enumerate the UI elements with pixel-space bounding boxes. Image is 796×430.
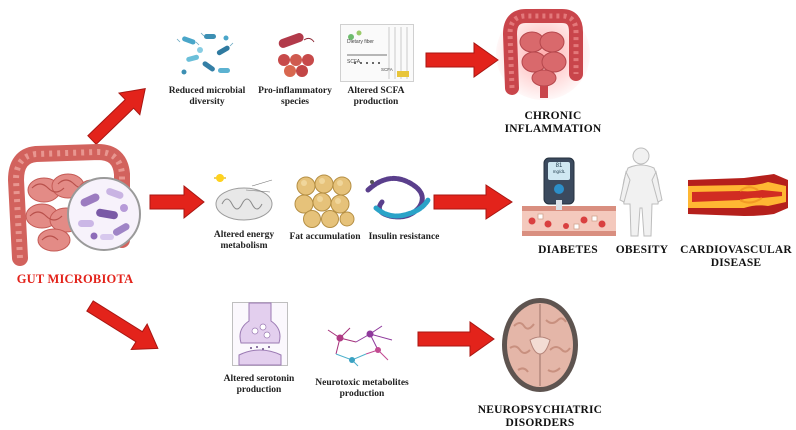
diabetes-glucometer-icon [522,157,616,236]
outcome-neuro-line1: NEUROPSYCHIATRIC [477,404,603,416]
mitochondria-energy-icon [214,174,273,221]
neurotoxic-neurons-icon [327,325,393,367]
outcome-chronic-inflammation: CHRONIC INFLAMMATION [498,110,608,136]
bacteria-magnified-icon [67,177,141,251]
artery-plaque-icon [688,174,788,216]
pro-inflammatory-species-icon [278,33,315,77]
outcome-chronic-line1: CHRONIC [524,110,582,122]
outcome-chronic-line2: INFLAMMATION [504,123,602,135]
arrow-to-metabolic-disease [433,184,513,220]
obesity-body-icon [619,147,663,237]
scfa-production-icon: Dietary fiber SCFA SCFA [340,24,414,82]
fat-cells-icon [294,174,355,228]
factor-insulin-resistance: Insulin resistance [368,232,440,242]
factor-altered-scfa: Altered SCFA production [347,86,405,107]
factor-fat-accumulation: Fat accumulation [289,232,361,242]
arrow-to-neuropsychiatric [417,321,495,357]
glucometer-unit: mg/dL [552,169,566,174]
gut-intestine-icon [7,143,130,266]
outcome-diabetes: DIABETES [538,244,598,256]
brain-slice-icon [502,298,578,392]
outcome-neuro-line2: DISORDERS [505,417,575,429]
arrow-to-top-branch [87,87,146,146]
factor-energy-metabolism: Altered energy metabolism [213,230,275,251]
arrow-to-middle-branch [149,184,205,220]
outcome-cardiovascular-disease: CARDIOVASCULAR DISEASE [680,244,792,269]
inflamed-colon-icon [496,8,590,100]
scfa-inset-fiber: Dietary fiber [347,39,374,45]
arrow-to-bottom-branch [86,300,159,350]
scfa-inset-other: SCFA [381,67,393,72]
factor-reduced-diversity: Reduced microbial diversity [168,86,246,107]
scfa-inset-scfa: SCFA [347,59,361,65]
arrow-to-chronic-inflammation [425,42,499,78]
factor-serotonin: Altered serotonin production [223,374,295,395]
factor-pro-inflammatory: Pro-inflammatory species [258,86,332,107]
serotonin-synapse-icon [232,302,288,366]
insulin-resistance-icon [365,175,431,220]
glucometer-value: 81 [555,163,563,169]
microbial-diversity-icon [176,32,234,75]
glucometer-display: 81 mg/dL [548,163,570,175]
outcome-obesity: OBESITY [615,244,669,256]
outcome-neuropsychiatric: NEUROPSYCHIATRIC DISORDERS [470,404,610,430]
factor-neurotoxic-metabolites: Neurotoxic metabolites production [315,378,409,399]
gut-microbiota-label: GUT MICROBIOTA [16,272,134,286]
